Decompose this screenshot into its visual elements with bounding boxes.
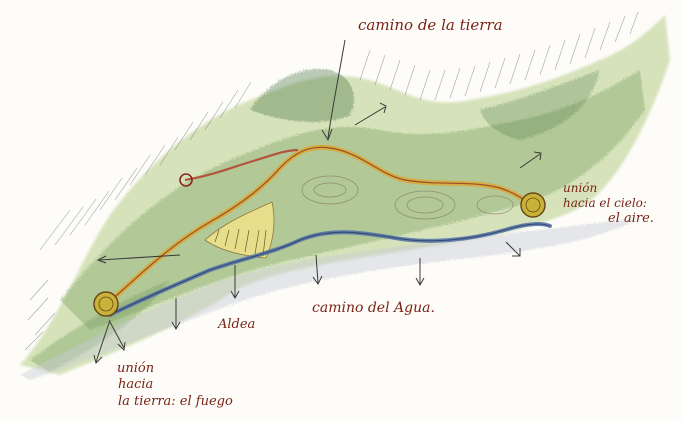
node-fire: [94, 292, 118, 316]
label-union-fuego-2: hacia: [118, 377, 153, 392]
node-air: [521, 193, 545, 217]
label-union-fuego-3: la tierra: el fuego: [118, 394, 233, 409]
label-union-cielo-2: hacia el cielo:: [563, 196, 647, 210]
label-aldea: Aldea: [217, 317, 255, 332]
ridge-vegetation: [20, 15, 670, 375]
label-union-cielo-1: unión: [563, 181, 597, 195]
label-camino-agua: camino del Agua.: [312, 300, 435, 316]
label-union-cielo-3: el aire.: [608, 211, 654, 226]
label-camino-tierra: camino de la tierra: [358, 16, 503, 34]
label-union-fuego-1: unión: [117, 361, 154, 376]
